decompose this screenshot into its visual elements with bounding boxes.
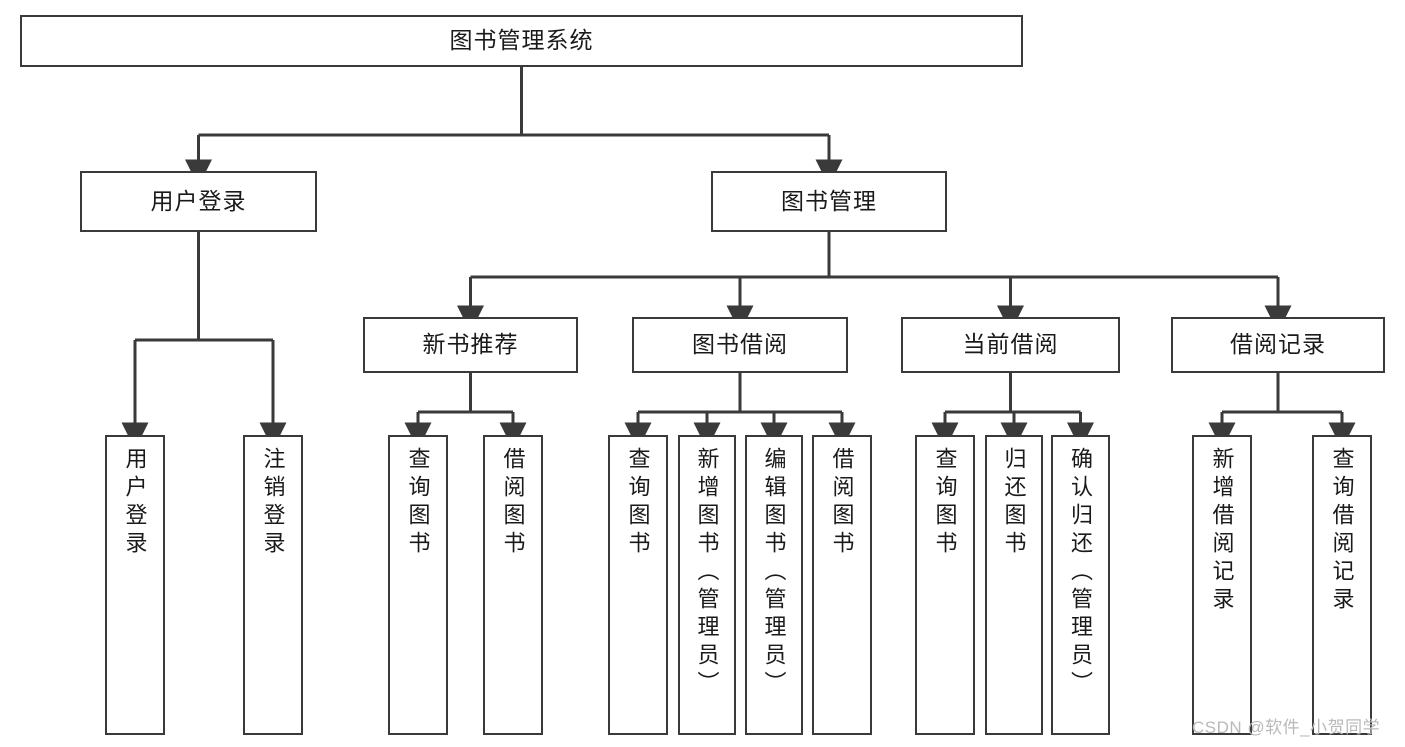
- node-label: 图书管理系统: [449, 27, 594, 54]
- node-book-borrow[interactable]: 图书借阅: [632, 317, 848, 373]
- node-label: 注销登录: [260, 447, 286, 559]
- node-leaf-br-query-record[interactable]: 查询借阅记录: [1312, 435, 1372, 735]
- node-current-borrow[interactable]: 当前借阅: [901, 317, 1120, 373]
- node-borrow-record[interactable]: 借阅记录: [1171, 317, 1385, 373]
- node-label: 查询图书: [625, 447, 651, 559]
- node-label: 图书借阅: [692, 331, 788, 358]
- node-label: 确认归还（管理员）: [1068, 447, 1094, 699]
- csdn-watermark: CSDN @软件_小贺同学: [1192, 718, 1381, 737]
- node-label: 归还图书: [1001, 447, 1027, 559]
- node-leaf-cb-query-book[interactable]: 查询图书: [915, 435, 975, 735]
- node-label: 新增图书（管理员）: [694, 447, 720, 699]
- node-leaf-bb-query-book[interactable]: 查询图书: [608, 435, 668, 735]
- node-label: 当前借阅: [962, 331, 1059, 358]
- node-label: 用户登录: [150, 187, 247, 214]
- node-leaf-bb-edit-book[interactable]: 编辑图书（管理员）: [745, 435, 803, 735]
- node-label: 查询图书: [405, 447, 431, 559]
- node-user-login[interactable]: 用户登录: [80, 171, 317, 232]
- node-root[interactable]: 图书管理系统: [20, 15, 1023, 67]
- node-label: 编辑图书（管理员）: [761, 447, 787, 699]
- node-new-book-rec[interactable]: 新书推荐: [363, 317, 578, 373]
- node-leaf-cb-confirm-return[interactable]: 确认归还（管理员）: [1051, 435, 1110, 735]
- node-label: 新书推荐: [422, 331, 519, 358]
- node-label: 借阅记录: [1230, 331, 1326, 358]
- node-leaf-user-login[interactable]: 用户登录: [105, 435, 165, 735]
- node-leaf-rec-borrow-book[interactable]: 借阅图书: [483, 435, 543, 735]
- node-leaf-bb-add-book[interactable]: 新增图书（管理员）: [678, 435, 736, 735]
- node-label: 查询借阅记录: [1329, 447, 1355, 615]
- node-leaf-user-logout[interactable]: 注销登录: [243, 435, 303, 735]
- node-label: 新增借阅记录: [1209, 447, 1235, 615]
- node-label: 借阅图书: [500, 447, 526, 559]
- node-leaf-rec-query-book[interactable]: 查询图书: [388, 435, 448, 735]
- node-leaf-br-add-record[interactable]: 新增借阅记录: [1192, 435, 1252, 735]
- node-label: 图书管理: [781, 187, 877, 214]
- node-leaf-cb-return-book[interactable]: 归还图书: [985, 435, 1043, 735]
- node-book-manage[interactable]: 图书管理: [711, 171, 947, 232]
- node-leaf-bb-borrow-book[interactable]: 借阅图书: [812, 435, 872, 735]
- node-label: 用户登录: [122, 447, 148, 559]
- node-label: 查询图书: [932, 447, 958, 559]
- node-label: 借阅图书: [829, 447, 855, 559]
